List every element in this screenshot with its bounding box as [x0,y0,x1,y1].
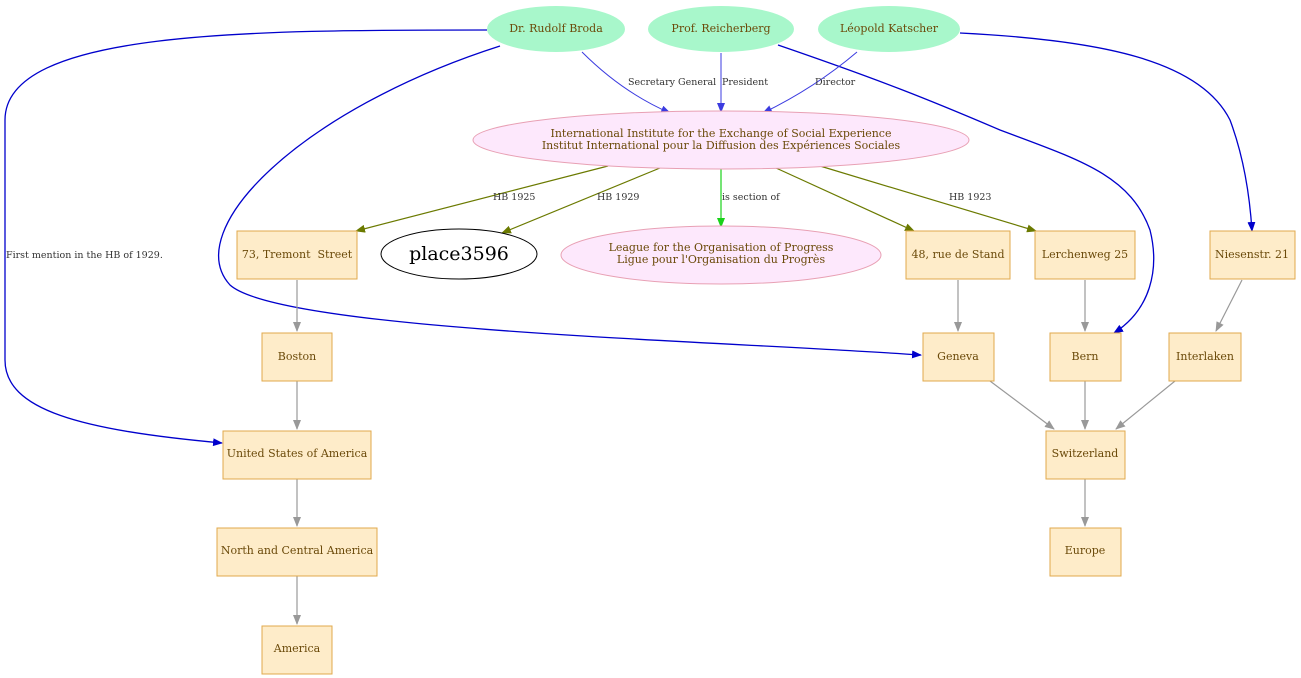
node-league[interactable]: League for the Organisation of Progress … [560,225,882,285]
node-usa-label: United States of America [227,447,368,460]
node-reicherberg[interactable]: Prof. Reicherberg [648,6,794,52]
node-stand-label: 48, rue de Stand [911,248,1004,261]
label-hb-1923: HB 1923 [949,192,991,203]
edge-institute-stand [775,167,915,232]
node-europe[interactable]: Europe [1049,527,1122,577]
node-reicherberg-label: Prof. Reicherberg [671,22,770,35]
node-place3596[interactable]: place3596 [380,228,538,280]
node-interlaken-label: Interlaken [1176,350,1234,363]
node-switzerland-label: Switzerland [1052,447,1119,460]
edge-broda-geneva [218,45,922,359]
place-nodes: 73, Tremont Street place3596 48, rue de … [216,228,1296,675]
node-lerchenweg[interactable]: Lerchenweg 25 [1034,230,1136,280]
node-switzerland[interactable]: Switzerland [1045,430,1126,480]
node-nca[interactable]: North and Central America [216,527,378,577]
edge-institute-tremont [355,165,609,233]
node-institute-label-fr: Institut International pour la Diffusion… [542,139,901,152]
node-bern-label: Bern [1072,350,1099,363]
label-first-mention: First mention in the HB of 1929. [6,250,163,261]
node-broda[interactable]: Dr. Rudolf Broda [487,6,625,52]
label-president: President [722,77,768,88]
node-niesenstr-label: Niesenstr. 21 [1215,248,1289,261]
edge-institute-place3596 [501,167,661,234]
node-place3596-label: place3596 [409,243,509,265]
node-broda-label: Dr. Rudolf Broda [509,22,603,35]
node-league-label-en: League for the Organisation of Progress [609,241,834,254]
node-nca-label: North and Central America [221,544,374,557]
edges [4,29,1256,625]
edge-reicherberg-bern [777,44,1155,334]
node-stand[interactable]: 48, rue de Stand [905,230,1011,280]
org-nodes: International Institute for the Exchange… [472,110,970,285]
node-america[interactable]: America [261,625,333,675]
node-geneva[interactable]: Geneva [922,332,995,382]
node-katscher-label: Léopold Katscher [840,22,939,35]
node-institute-label-en: International Institute for the Exchange… [551,127,892,140]
node-interlaken[interactable]: Interlaken [1168,332,1242,382]
edge-institute-lerchenweg [819,165,1037,233]
edge-interlaken-switzerland [1115,380,1176,430]
node-niesenstr[interactable]: Niesenstr. 21 [1209,230,1296,280]
label-secretary-general: Secretary General [628,77,716,88]
node-america-label: America [273,642,321,655]
edge-niesenstr-interlaken [1215,279,1243,332]
node-tremont[interactable]: 73, Tremont Street [236,230,358,280]
label-hb-1929: HB 1929 [597,192,639,203]
node-tremont-label: 73, Tremont Street [242,248,353,261]
node-boston-label: Boston [278,350,316,363]
node-institute[interactable]: International Institute for the Exchange… [472,110,970,170]
edge-broda-usa [4,29,488,447]
node-boston[interactable]: Boston [261,332,333,382]
edge-katscher-niesenstr [959,32,1256,232]
edge-labels: Secretary General President Director HB … [6,77,991,261]
label-is-section-of: is section of [722,192,781,203]
label-hb-1925: HB 1925 [493,192,535,203]
edge-katscher-institute [762,51,858,114]
edge-geneva-switzerland [989,380,1055,430]
edge-broda-institute [581,51,671,114]
node-geneva-label: Geneva [937,350,979,363]
label-director: Director [815,77,856,88]
node-league-label-fr: Ligue pour l'Organisation du Progrès [617,253,826,266]
node-lerchenweg-label: Lerchenweg 25 [1042,248,1128,261]
node-bern[interactable]: Bern [1049,332,1122,382]
node-europe-label: Europe [1065,544,1106,557]
node-usa[interactable]: United States of America [222,430,372,480]
node-katscher[interactable]: Léopold Katscher [818,6,960,52]
person-nodes: Dr. Rudolf Broda Prof. Reicherberg Léopo… [487,6,960,52]
